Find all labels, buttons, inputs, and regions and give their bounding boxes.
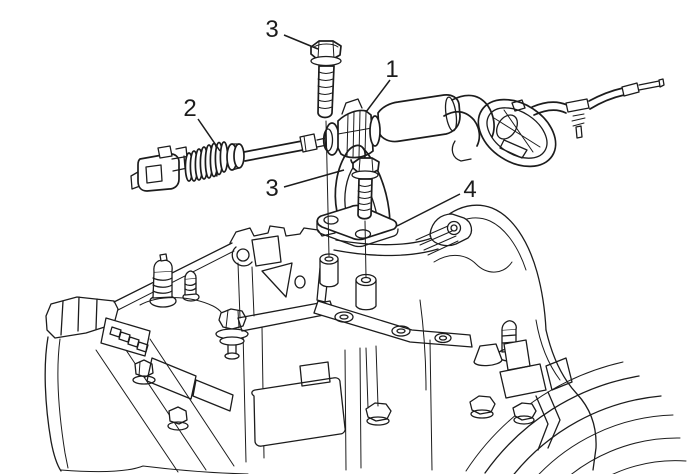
cable-mount-bracket — [316, 144, 399, 248]
callout-4: 4 — [396, 176, 477, 227]
callout-label: 3 — [265, 16, 278, 43]
cable-boot — [184, 141, 245, 182]
cable-grommet-bracket — [443, 78, 665, 168]
callout-label: 4 — [463, 176, 476, 203]
transmission-case — [44, 204, 687, 474]
shift-cable-assembly — [130, 94, 461, 192]
callouts: 3 1 2 3 4 — [183, 16, 477, 227]
bolt-upper — [310, 40, 342, 119]
cable-adjuster — [322, 94, 461, 159]
callout-3-upper: 3 — [265, 16, 319, 50]
callout-label: 1 — [385, 56, 398, 83]
callout-label: 2 — [183, 95, 196, 122]
assembly-projection-lines — [325, 120, 367, 278]
callout-2: 2 — [183, 95, 221, 152]
callout-label: 3 — [265, 175, 278, 202]
callout-1: 1 — [365, 56, 399, 113]
callout-3-lower: 3 — [265, 169, 345, 202]
bolt-lower — [351, 157, 380, 220]
cable-retainer-clip — [565, 98, 590, 113]
